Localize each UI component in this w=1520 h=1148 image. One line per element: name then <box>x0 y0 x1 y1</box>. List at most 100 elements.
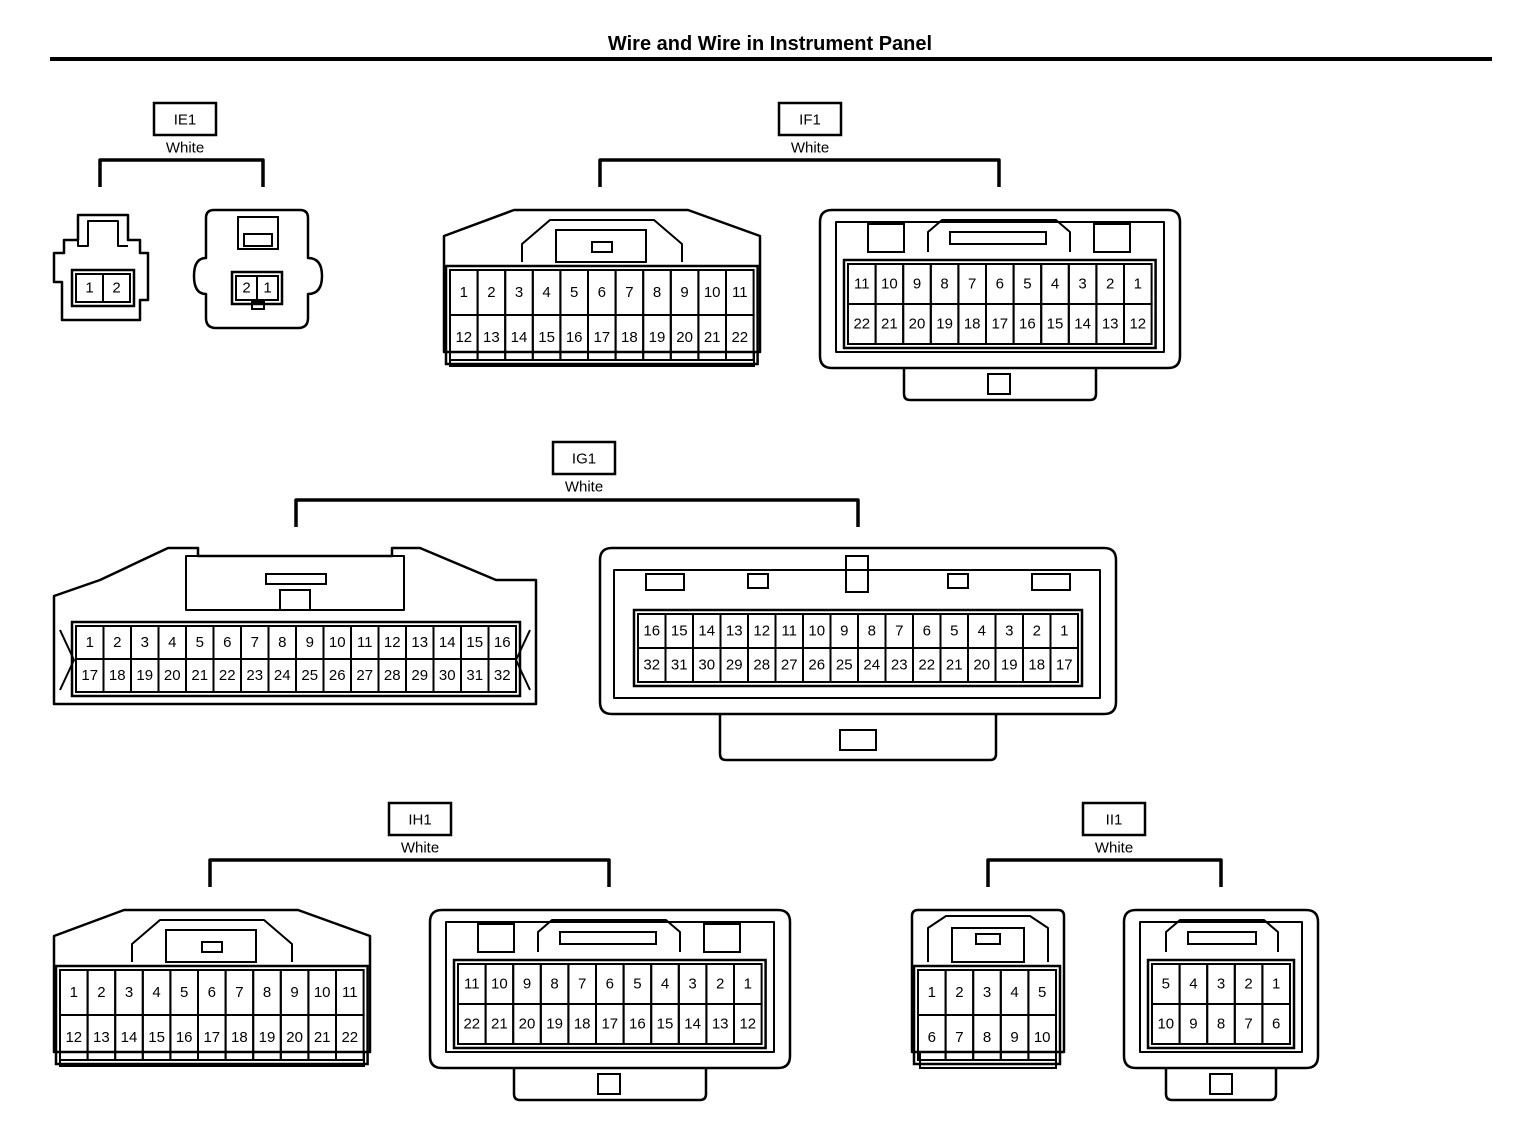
latch <box>591 241 613 253</box>
pin-number: 5 <box>196 634 204 651</box>
pin-cell <box>725 314 755 361</box>
pin-number: 27 <box>356 667 373 684</box>
pin-number: 14 <box>1074 316 1091 333</box>
pin-number: 14 <box>698 623 715 640</box>
housing-outline <box>192 208 324 330</box>
pin-number: 26 <box>808 657 825 674</box>
connector-code: IG1 <box>572 451 596 468</box>
pin-number: 2 <box>716 976 724 993</box>
latch <box>559 931 657 945</box>
pin-number: 1 <box>928 984 936 1001</box>
connector-color: White <box>791 140 829 157</box>
pin-cell <box>1049 647 1079 683</box>
pin-number: 6 <box>1272 1016 1280 1033</box>
pin-number: 3 <box>1005 623 1013 640</box>
latch <box>927 915 1049 962</box>
pin-number: 1 <box>70 984 78 1001</box>
title-rule <box>50 57 1492 61</box>
pin-number: 2 <box>112 280 120 297</box>
lock-tab <box>718 714 998 762</box>
pin-number: 15 <box>148 1029 165 1046</box>
lock-tab <box>597 1073 621 1095</box>
pin-number: 10 <box>704 284 721 301</box>
side-rib <box>515 629 531 691</box>
pin-number: 10 <box>1157 1016 1174 1033</box>
pin-number: 6 <box>996 276 1004 293</box>
pin-number: 2 <box>955 984 963 1001</box>
pin-number: 11 <box>781 623 797 640</box>
pin-number: 1 <box>1134 276 1142 293</box>
connector-code: IH1 <box>408 812 431 829</box>
pin-number: 20 <box>909 316 926 333</box>
latch <box>77 215 128 247</box>
pin-number: 5 <box>1162 976 1170 993</box>
pin-number: 16 <box>176 1029 193 1046</box>
pin-number: 20 <box>676 329 693 346</box>
pin-number: 2 <box>1106 276 1114 293</box>
pin-number: 8 <box>983 1029 991 1046</box>
keyway <box>703 923 741 953</box>
pin-number: 9 <box>306 634 314 651</box>
pin-number: 8 <box>550 976 558 993</box>
keyway <box>1093 223 1131 253</box>
connector-code-box <box>1081 801 1147 837</box>
pin-number: 13 <box>411 634 428 651</box>
pin-number: 5 <box>633 976 641 993</box>
latch <box>131 919 293 962</box>
pin-frame <box>912 964 1062 1066</box>
pin-number: 27 <box>781 657 798 674</box>
pin-number: 11 <box>464 976 480 993</box>
pin-number: 4 <box>1010 984 1018 1001</box>
pin-cell <box>1027 1014 1058 1061</box>
pin-number: 16 <box>494 634 511 651</box>
pin-number: 7 <box>235 984 243 1001</box>
housing-outline <box>910 908 1066 1054</box>
latch <box>237 216 279 250</box>
pin-number: 19 <box>546 1016 563 1033</box>
pin-number: 14 <box>511 329 528 346</box>
pin-number: 4 <box>1051 276 1059 293</box>
pin-number: 32 <box>643 657 660 674</box>
latch <box>975 933 1001 945</box>
pin-number: 14 <box>439 634 456 651</box>
pin-number: 21 <box>314 1029 331 1046</box>
lock-tab <box>1209 1073 1233 1095</box>
pin-number: 7 <box>578 976 586 993</box>
pin-number: 12 <box>455 329 472 346</box>
pin-number: 12 <box>65 1029 82 1046</box>
pin-frame <box>444 264 759 366</box>
pin-number: 31 <box>671 657 688 674</box>
pin-number: 17 <box>593 329 610 346</box>
latch <box>521 219 683 262</box>
pin-number: 14 <box>121 1029 138 1046</box>
pin-number: 17 <box>203 1029 220 1046</box>
pin-number: 3 <box>125 984 133 1001</box>
pin-number: 11 <box>342 984 358 1001</box>
pin-number: 13 <box>726 623 743 640</box>
pin-number: 28 <box>384 667 401 684</box>
pin-number: 22 <box>853 316 870 333</box>
pin-number: 16 <box>629 1016 646 1033</box>
pin-frame <box>70 620 522 698</box>
pin-number: 7 <box>955 1029 963 1046</box>
pin-number: 22 <box>731 329 748 346</box>
connector-code: II1 <box>1106 812 1123 829</box>
connector-color: White <box>565 479 603 496</box>
pin-number: 9 <box>840 623 848 640</box>
pin-number: 21 <box>191 667 208 684</box>
pin-number: 1 <box>460 284 468 301</box>
pin-number: 13 <box>93 1029 110 1046</box>
pin-number: 15 <box>538 329 555 346</box>
pin-number: 2 <box>487 284 495 301</box>
connector-bracket <box>98 158 265 187</box>
pin-number: 1 <box>1272 976 1280 993</box>
pin-frame <box>632 608 1084 688</box>
